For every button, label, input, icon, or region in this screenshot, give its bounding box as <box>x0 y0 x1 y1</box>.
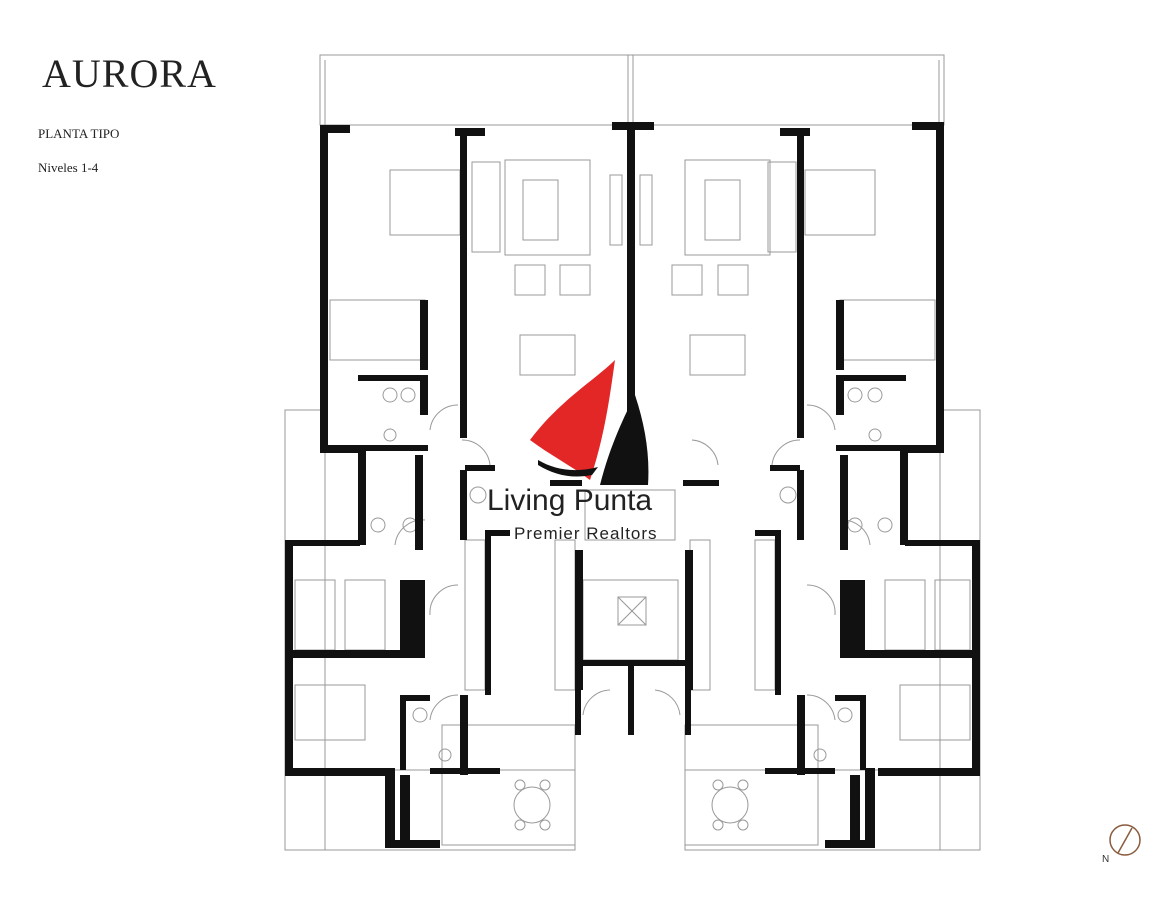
top-terrace-outline <box>319 54 945 126</box>
compass-north-label: N <box>1102 854 1110 865</box>
walls <box>285 122 980 848</box>
watermark-dark-sail <box>600 395 649 485</box>
watermark-red-sail <box>530 360 615 480</box>
watermark-subtitle: Premier Realtors <box>514 524 658 543</box>
brand-logo: AURORA <box>42 52 252 96</box>
brand-name: AURORA <box>42 51 217 96</box>
watermark-title: Living Punta <box>487 484 653 517</box>
plan-title: PLANTA TIPO <box>38 126 120 141</box>
bottom-left-terrace <box>284 769 576 851</box>
compass-icon <box>1109 824 1141 856</box>
watermark-logo <box>530 360 649 485</box>
bottom-right-terrace <box>684 769 981 851</box>
plan-levels: Niveles 1-4 <box>38 160 99 175</box>
